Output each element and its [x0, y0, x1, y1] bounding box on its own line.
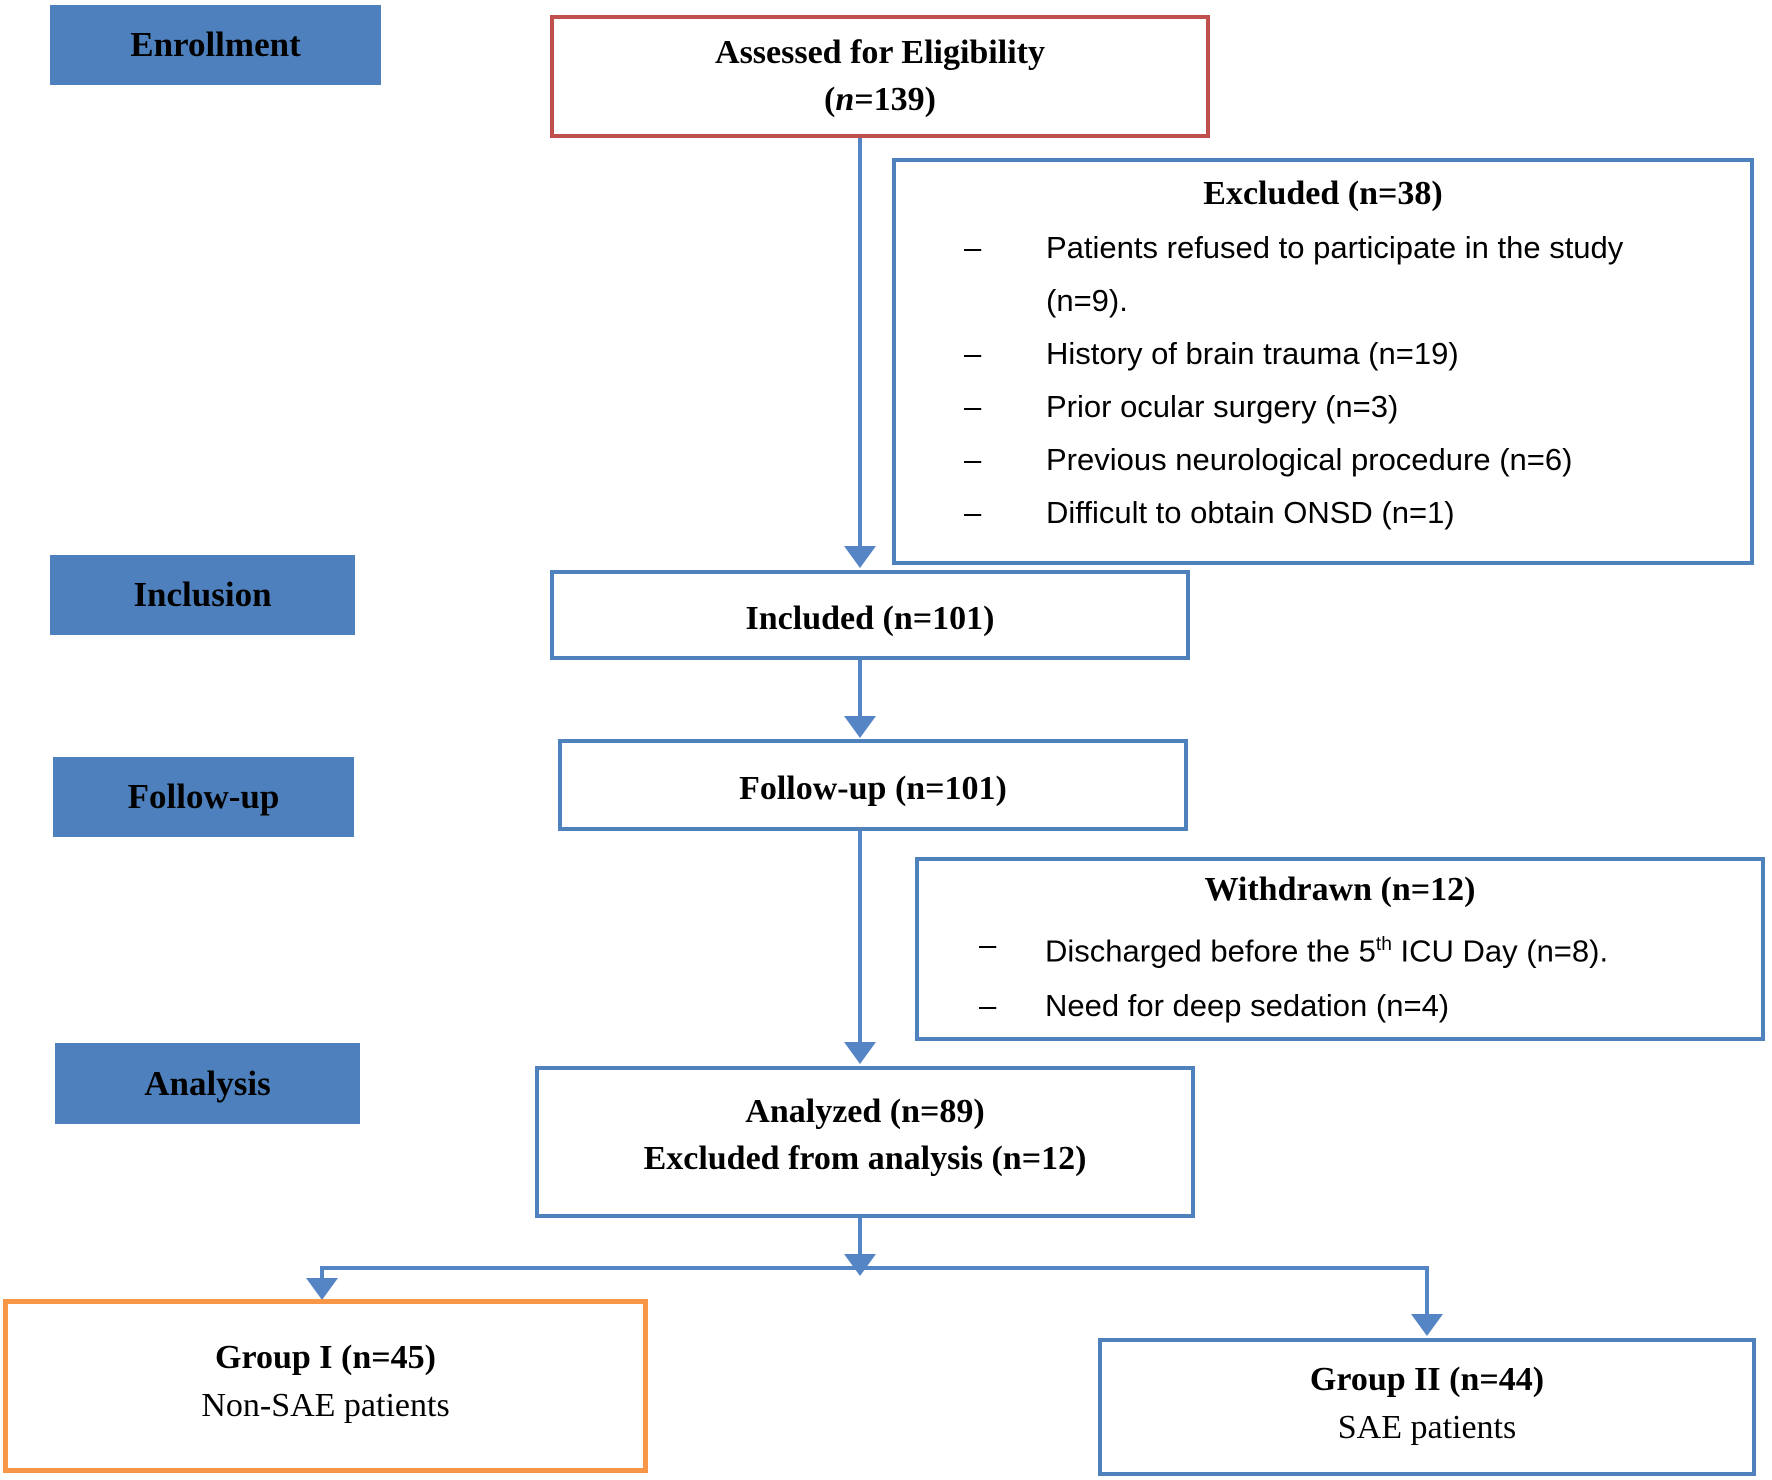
bullet-dash: – [979, 927, 997, 962]
arrow-line-analyzed-branch [858, 1218, 862, 1254]
arrow-line-followup-analyzed [858, 831, 862, 1042]
excluded-title: Excluded (n=38) [1203, 175, 1443, 212]
group2-box: Group II (n=44) SAE patients [1098, 1338, 1756, 1476]
branch-horizontal-line [320, 1266, 1429, 1270]
bullet-dash: – [964, 336, 982, 371]
bullet-dash: – [964, 442, 982, 477]
stage-label-followup: Follow-up [53, 757, 354, 837]
group2-title: Group II (n=44) [1309, 1361, 1545, 1398]
arrowhead-group2 [1411, 1314, 1443, 1336]
group1-subtitle: Non-SAE patients [201, 1387, 450, 1424]
arrowhead-included [844, 546, 876, 568]
included-box: Included (n=101) [550, 570, 1190, 660]
bullet-dash: – [964, 389, 982, 424]
excluded-item: –Difficult to obtain ONSD (n=1) [964, 486, 1730, 539]
stage-label-followup-text: Follow-up [127, 777, 280, 816]
excluded-item: –Previous neurological procedure (n=6) [964, 433, 1730, 486]
analyzed-line1: Analyzed (n=89) [745, 1093, 985, 1130]
superscript-th: th [1375, 934, 1392, 955]
excluded-item: –Patients refused to participate in the … [964, 221, 1730, 327]
arrow-line-included-followup [858, 660, 862, 716]
arrowhead-followup [844, 716, 876, 738]
arrow-line-assessed-included [858, 138, 862, 546]
withdrawn-box: Withdrawn (n=12) – Discharged before the … [915, 857, 1765, 1041]
stage-label-inclusion: Inclusion [50, 555, 355, 635]
excluded-item: –Prior ocular surgery (n=3) [964, 380, 1730, 433]
bullet-dash: – [979, 988, 997, 1024]
bullet-dash: – [964, 230, 982, 265]
excluded-box: Excluded (n=38) –Patients refused to par… [892, 158, 1754, 565]
arrow-line-group2 [1425, 1266, 1429, 1316]
followup-box: Follow-up (n=101) [558, 739, 1188, 831]
withdrawn-title: Withdrawn (n=12) [1204, 871, 1476, 908]
analyzed-box: Analyzed (n=89) Excluded from analysis (… [535, 1066, 1195, 1218]
followup-title: Follow-up (n=101) [739, 770, 1007, 807]
excluded-list: –Patients refused to participate in the … [896, 221, 1750, 539]
stage-label-inclusion-text: Inclusion [133, 575, 272, 614]
withdrawn-item: – Discharged before the 5th ICU Day (n=8)… [979, 917, 1741, 978]
group1-title: Group I (n=45) [215, 1339, 436, 1376]
withdrawn-item-text: Discharged before the 5th ICU Day (n=8). [1045, 933, 1609, 969]
stage-label-analysis-text: Analysis [144, 1063, 271, 1103]
arrow-line-group1 [320, 1266, 324, 1280]
arrowhead-analyzed [844, 1042, 876, 1064]
assessed-eligibility-box: Assessed for Eligibility (n=139) [550, 15, 1210, 138]
stage-label-analysis: Analysis [55, 1043, 360, 1124]
assessed-n: (n=139) [824, 81, 936, 118]
excluded-item: –History of brain trauma (n=19) [964, 327, 1730, 380]
arrowhead-branch-junction [844, 1254, 876, 1276]
stage-label-enrollment: Enrollment [50, 5, 381, 85]
arrowhead-group1 [306, 1278, 338, 1300]
withdrawn-item: –Need for deep sedation (n=4) [979, 978, 1741, 1033]
included-title: Included (n=101) [745, 600, 995, 637]
assessed-title: Assessed for Eligibility [715, 34, 1045, 71]
withdrawn-list: – Discharged before the 5th ICU Day (n=8)… [919, 917, 1761, 1033]
stage-label-enrollment-text: Enrollment [130, 25, 301, 64]
group2-subtitle: SAE patients [1337, 1409, 1517, 1446]
group1-box: Group I (n=45) Non-SAE patients [3, 1299, 648, 1473]
bullet-dash: – [964, 495, 982, 530]
analyzed-line2: Excluded from analysis (n=12) [643, 1140, 1087, 1177]
